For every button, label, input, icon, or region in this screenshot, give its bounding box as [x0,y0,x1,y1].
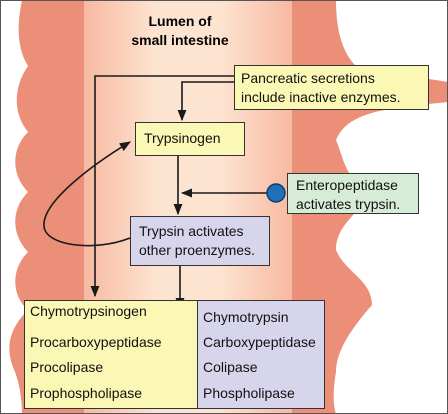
lumen-title-line2: small intestine [131,32,229,48]
proenzyme-item-procolipase: Procolipase [30,359,104,375]
pancreatic-line1: Pancreatic secretions [241,70,375,86]
enteropeptidase-line2: activates trypsin. [296,196,401,212]
pancreatic-line2: include inactive enzymes. [241,89,401,105]
trypsin-box: Trypsin activates other proenzymes. [130,216,270,266]
lumen-title: Lumen of small intestine [110,12,250,50]
pancreatic-secretions-box: Pancreatic secretions include inactive e… [234,65,429,110]
proenzymes-box: Chymotrypsinogen Procarboxypeptidase Pro… [24,300,198,409]
enteropeptidase-marker-icon [266,183,286,203]
trypsin-line2: other proenzymes. [139,242,255,258]
enteropeptidase-box: Enteropeptidase activates trypsin. [287,173,419,214]
arrow-pancreatic-to-proenzymes [90,75,234,298]
arrow-trypsin-feedback [43,141,131,247]
enzyme-item-carboxypeptidase: Carboxypeptidase [203,334,316,350]
enzyme-item-colipase: Colipase [203,359,258,375]
arrow-pancreatic-to-trypsinogen [177,81,234,122]
trypsin-line1: Trypsin activates [139,223,244,239]
proenzyme-item-prophospholipase: Prophospholipase [30,385,143,401]
proenzyme-item-chymotrypsinogen: Chymotrypsinogen [30,303,147,319]
proenzyme-item-procarboxypeptidase: Procarboxypeptidase [30,334,162,350]
lumen-title-line1: Lumen of [148,13,212,29]
trypsinogen-label: Trypsinogen [144,130,221,146]
enzymes-box: Chymotrypsin Carboxypeptidase Colipase P… [197,300,325,409]
enzyme-item-chymotrypsin: Chymotrypsin [203,309,289,325]
enteropeptidase-line1: Enteropeptidase [296,177,398,193]
enzyme-item-phospholipase: Phospholipase [203,385,295,401]
trypsinogen-box: Trypsinogen [135,122,245,156]
